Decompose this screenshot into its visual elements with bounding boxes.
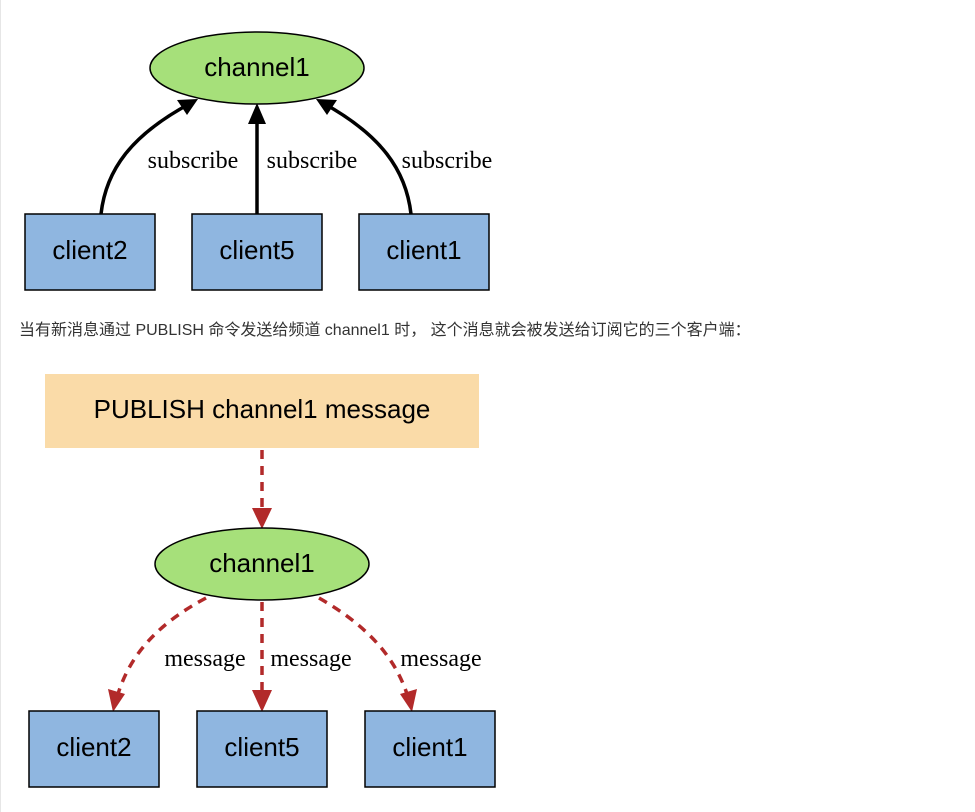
edge-label-message-3: message [400,646,481,672]
publish-command-label: PUBLISH channel1 message [94,394,431,424]
channel-label: channel1 [204,52,310,82]
caption-text: 当有新消息通过 PUBLISH 命令发送给频道 channel1 时， 这个消息… [19,322,751,339]
publish-arrowhead [252,508,272,529]
subscribe-diagram: subscribe subscribe subscribe channel1 c… [24,31,493,291]
edge-label-subscribe-1: subscribe [148,148,239,174]
message-arrowhead-client1 [400,689,417,712]
client-node-client1-2 [364,710,496,788]
client-label-client5-2: client5 [224,732,299,762]
subscribe-arrowhead-client5 [248,103,266,124]
subscribe-edge-client2 [99,101,192,215]
channel-node-2 [154,527,370,601]
edge-label-message-2: message [270,646,351,672]
client-label-client5: client5 [219,235,294,265]
subscribe-arrowhead-client2 [177,99,198,115]
publish-command-box [45,374,479,448]
message-arrowhead-client2 [108,689,125,712]
channel-label-2: channel1 [209,548,315,578]
client-node-client5-2 [196,710,328,788]
subscribe-edge-client1 [322,101,413,215]
message-arrowhead-client5 [252,690,272,712]
client-node-client2-2 [28,710,160,788]
client-label-client2: client2 [52,235,127,265]
edge-label-message-1: message [164,646,245,672]
channel-node [149,31,365,105]
message-edge-client1 [318,596,409,695]
message-edge-client2 [116,596,207,695]
client-label-client1-2: client1 [392,732,467,762]
client-node-client2 [24,213,156,291]
edge-label-subscribe-2: subscribe [267,148,358,174]
client-node-client5 [191,213,323,291]
subscribe-arrowhead-client1 [316,99,337,115]
client-node-client1 [358,213,490,291]
edge-label-subscribe-3: subscribe [402,148,493,174]
client-label-client2-2: client2 [56,732,131,762]
publish-diagram: PUBLISH channel1 message channel1 messag… [28,374,496,788]
client-label-client1: client1 [386,235,461,265]
